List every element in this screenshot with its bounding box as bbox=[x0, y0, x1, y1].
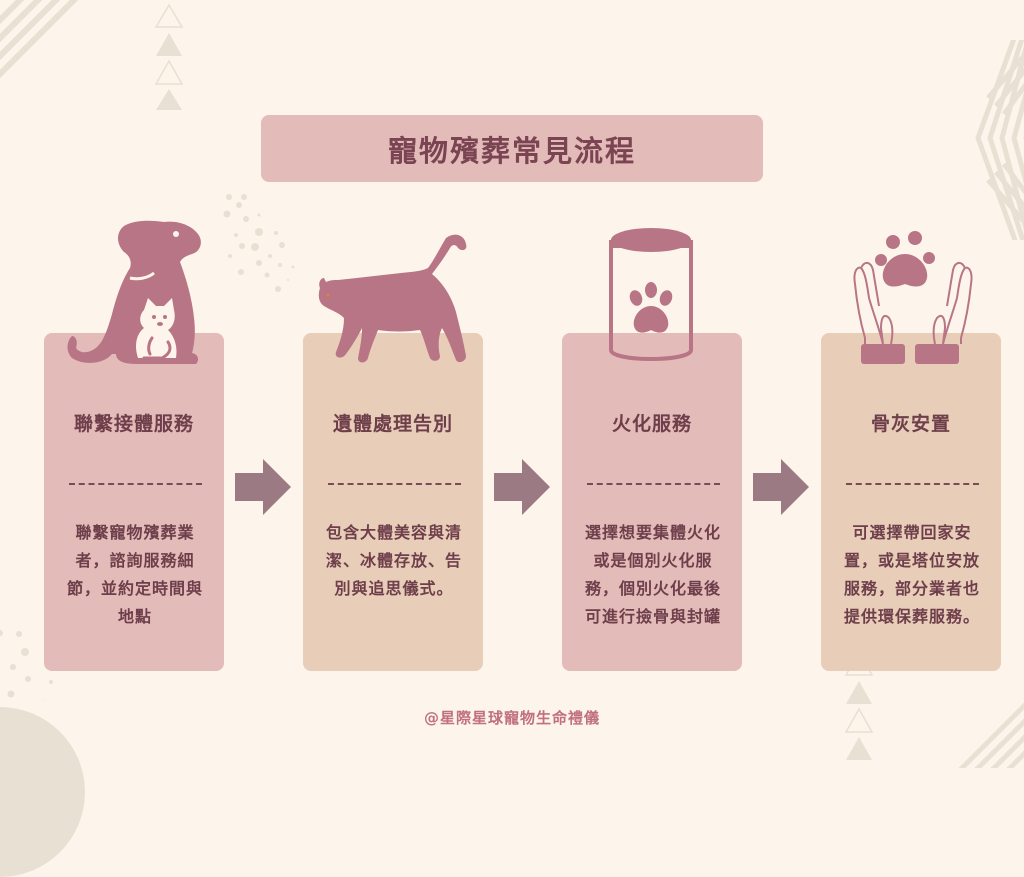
step-card-contact: 聯繫接體服務 聯繫寵物殯葬業者，諮詢服務細節，並約定時間與地點 bbox=[44, 333, 224, 671]
step-title: 遺體處理告別 bbox=[332, 413, 453, 435]
step-card-cremation: 火化服務 選擇想要集體火化或是個別火化服務，個別火化最後可進行撿骨與封罐 bbox=[562, 333, 742, 671]
step-description: 可選擇帶回家安置，或是塔位安放服務，部分業者也提供環保葬服務。 bbox=[843, 523, 980, 626]
quarter-circle-bottom-left bbox=[0, 707, 85, 877]
triangles-top bbox=[154, 3, 184, 110]
step-card-ashes: 骨灰安置 可選擇帶回家安置，或是塔位安放服務，部分業者也提供環保葬服務。 bbox=[821, 333, 1001, 671]
step-title: 骨灰安置 bbox=[870, 413, 951, 435]
walking-cat-icon bbox=[318, 234, 467, 363]
dashed-divider bbox=[587, 483, 720, 485]
step-description: 聯繫寵物殯葬業者，諮詢服務細節，並約定時間與地點 bbox=[66, 523, 203, 626]
footer-credit: @星際星球寵物生命禮儀 bbox=[423, 709, 600, 727]
arrow-right-icon bbox=[494, 459, 550, 515]
arrow-right-icon bbox=[235, 459, 291, 515]
diagonal-stripes-top-left bbox=[0, 0, 79, 79]
page-title: 寵物殯葬常見流程 bbox=[387, 133, 636, 168]
urn-paw-icon bbox=[609, 228, 693, 361]
step-title: 火化服務 bbox=[611, 413, 692, 435]
arrow-right-icon bbox=[753, 459, 809, 515]
chevron-pattern-right bbox=[975, 40, 1024, 240]
hands-paw-icon bbox=[853, 231, 973, 364]
title-banner: 寵物殯葬常見流程 bbox=[261, 115, 763, 182]
step-description: 包含大體美容與清潔、冰體存放、告別與追思儀式。 bbox=[325, 523, 462, 598]
dog-and-cat-icon bbox=[67, 220, 201, 364]
dashed-divider bbox=[69, 483, 202, 485]
dashed-divider bbox=[846, 483, 979, 485]
dots-cluster-bottom-left bbox=[0, 630, 53, 700]
dots-cluster-top bbox=[223, 194, 295, 292]
step-card-farewell: 遺體處理告別 包含大體美容與清潔、冰體存放、告別與追思儀式。 bbox=[303, 333, 483, 671]
step-description: 選擇想要集體火化或是個別火化服務，個別火化最後可進行撿骨與封罐 bbox=[584, 523, 721, 626]
diagonal-stripes-bottom-right bbox=[958, 702, 1024, 768]
dashed-divider bbox=[328, 483, 461, 485]
step-title: 聯繫接體服務 bbox=[73, 413, 194, 435]
